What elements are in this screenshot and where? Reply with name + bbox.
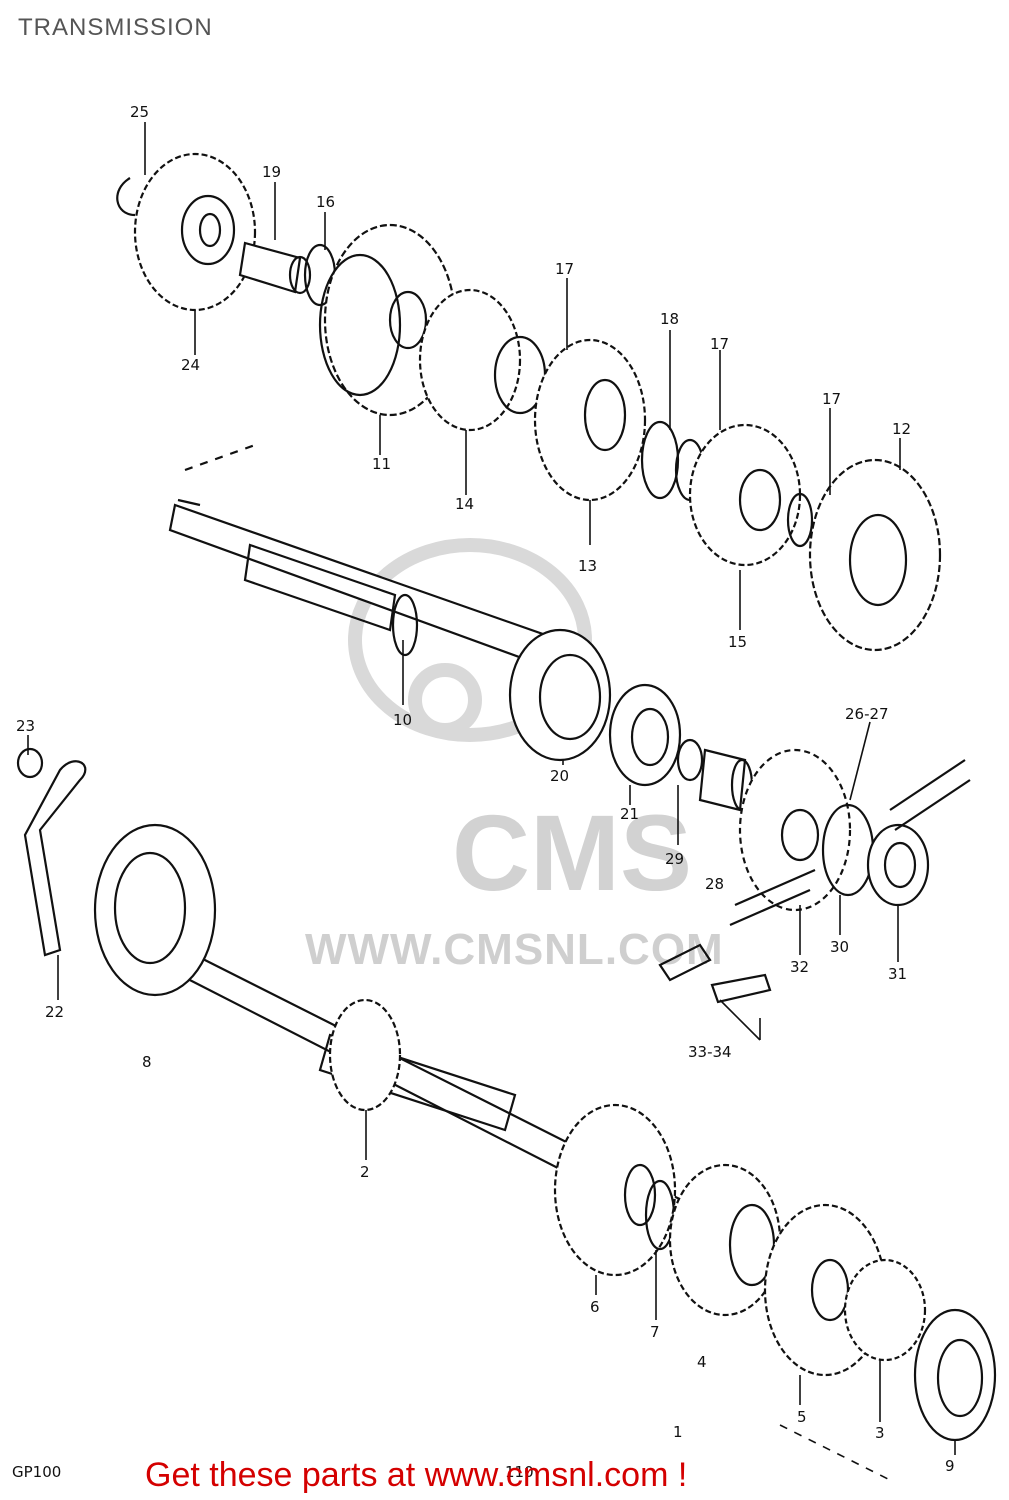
callout-21: 21 [620,805,640,823]
callout-17: 17 [555,260,575,278]
callout-3: 3 [875,1424,885,1442]
callout-6: 6 [590,1298,600,1316]
callout-25: 25 [130,103,150,121]
gear-2 [328,998,402,1112]
bearing-20 [508,628,612,762]
callout-26-27: 26-27 [845,705,889,723]
bearing-8 [93,823,217,997]
callout-9: 9 [945,1457,955,1475]
callout-110: 110 [505,1463,534,1481]
callout-31: 31 [888,965,908,983]
gear-14 [418,288,547,432]
callout-28: 28 [705,875,725,893]
callout-18: 18 [660,310,680,328]
callout-1: 1 [673,1423,683,1441]
callout-5: 5 [797,1408,807,1426]
drive-chain-32 [729,759,971,927]
callout-17: 17 [710,335,730,353]
nut-31 [866,823,930,907]
countershaft [168,443,562,672]
callout-16: 16 [316,193,336,211]
page-title: TRANSMISSION [18,14,213,41]
callout-23: 23 [16,717,36,735]
bearing-9 [913,1308,997,1442]
callout-29: 29 [665,850,685,868]
bush-19 [238,241,312,295]
gear-24 [133,152,257,312]
cta-link[interactable]: Get these parts at www.cmsnl.com ! [145,1456,688,1494]
watermark-brand: CMS [452,792,692,913]
watermark-url: WWW.CMSNL.COM [305,925,724,974]
chain-joint-33-34 [658,943,772,1004]
gear-15 [688,423,802,567]
callout-19: 19 [262,163,282,181]
gear-4 [668,1163,782,1317]
gear-13 [533,338,647,502]
washer-17-a [640,420,680,500]
callout-11: 11 [372,455,392,473]
ring [676,738,704,782]
gear-12 [808,458,942,652]
callout-7: 7 [650,1323,660,1341]
leader-lines [27,122,956,1481]
callout-10: 10 [393,711,413,729]
callout-12: 12 [892,420,912,438]
callout-20: 20 [550,767,570,785]
circlip-25 [116,177,136,217]
callout-8: 8 [142,1053,152,1071]
callout-13: 13 [578,557,598,575]
bearing-stopper-22 [23,760,87,957]
washer-17-b [786,492,814,548]
callout-15: 15 [728,633,748,651]
callout-30: 30 [830,938,850,956]
callout-14: 14 [455,495,475,513]
model-label: GP100 [12,1463,62,1481]
sprocket-26-27 [738,748,852,912]
oil-seal-21 [608,683,682,787]
callout-33-34: 33-34 [688,1043,732,1061]
gear-3 [843,1258,927,1362]
callout-2: 2 [360,1163,370,1181]
callout-24: 24 [181,356,201,374]
callout-32: 32 [790,958,810,976]
callout-4: 4 [697,1353,707,1371]
callout-22: 22 [45,1003,65,1021]
bolt-23 [16,747,44,779]
gear-6 [553,1103,677,1277]
callout-17: 17 [822,390,842,408]
